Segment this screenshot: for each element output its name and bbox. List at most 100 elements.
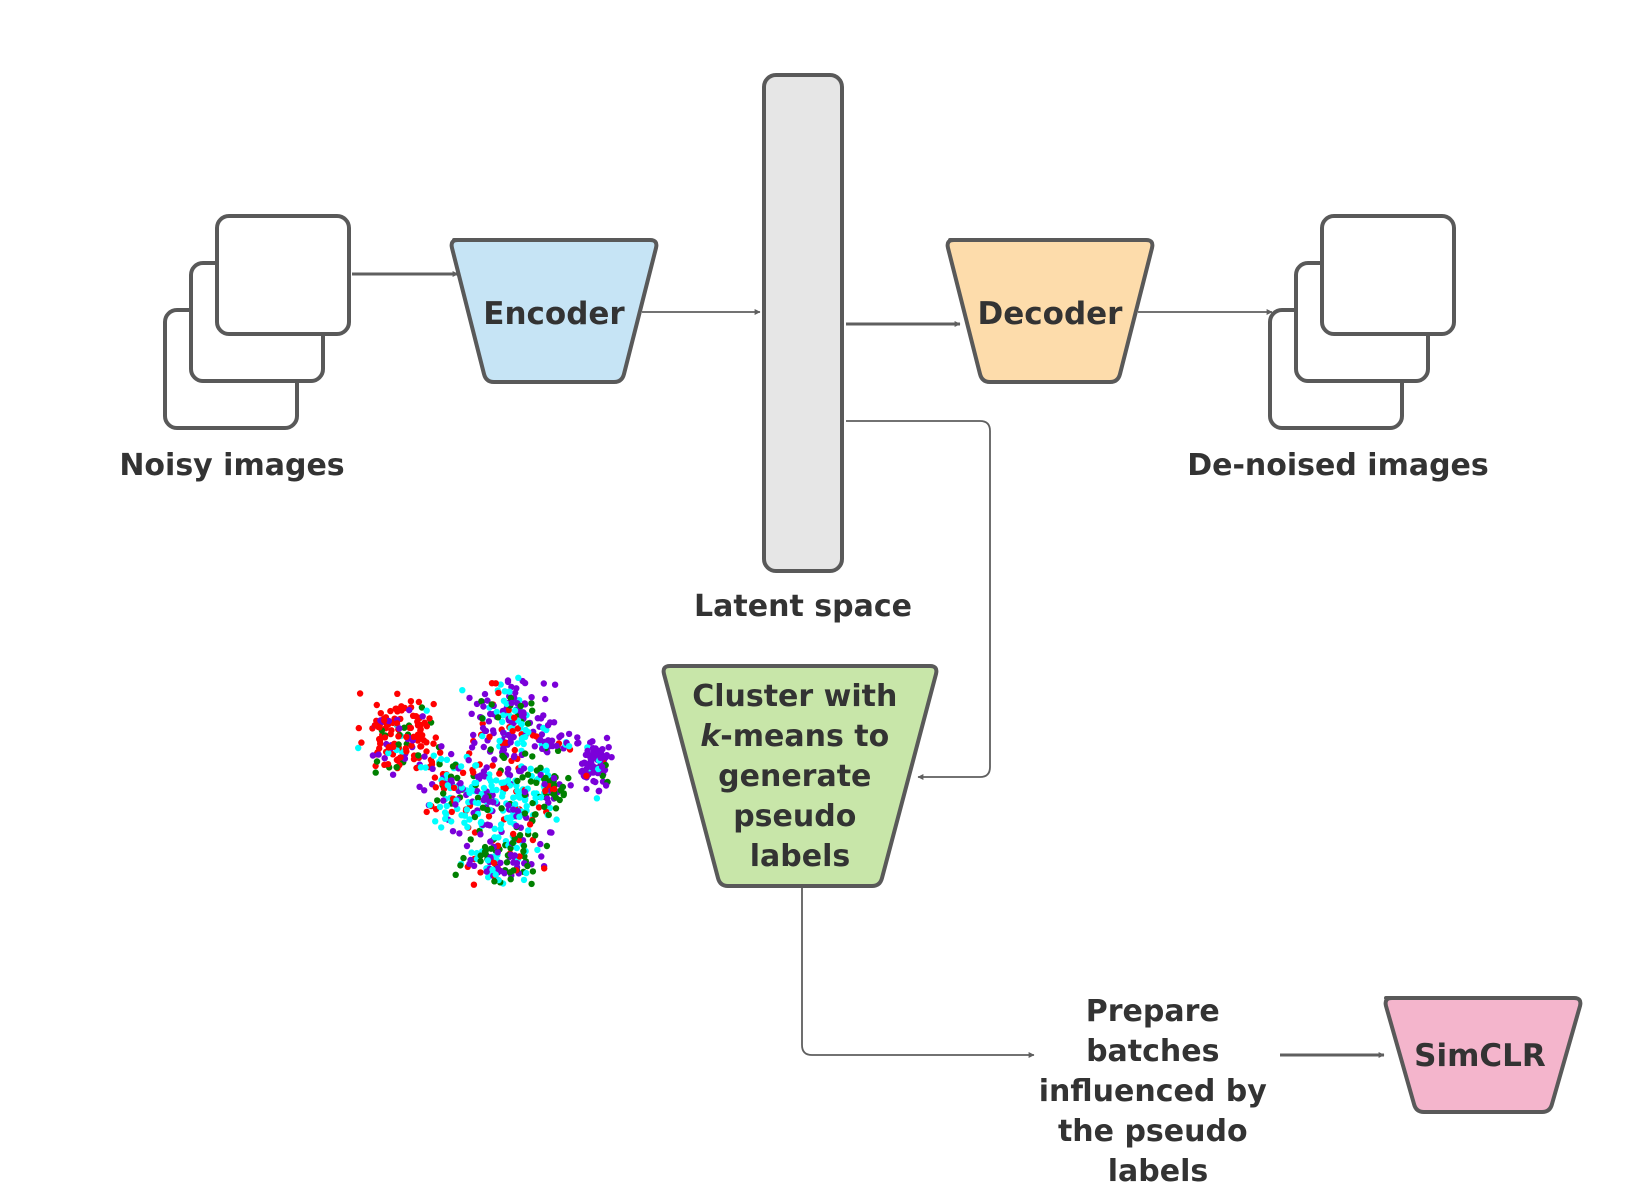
scatter-point bbox=[426, 715, 433, 722]
scatter-point bbox=[511, 714, 518, 721]
scatter-point bbox=[545, 811, 552, 819]
scatter-point bbox=[585, 752, 592, 759]
scatter-point bbox=[537, 736, 544, 744]
scatter-point bbox=[500, 697, 508, 704]
scatter-point bbox=[543, 726, 550, 734]
scatter-point bbox=[565, 774, 572, 782]
encoder-label: Encoder bbox=[483, 296, 625, 332]
scatter-point bbox=[608, 754, 615, 761]
scatter-point bbox=[551, 785, 558, 793]
scatter-point bbox=[507, 876, 514, 883]
scatter-point bbox=[463, 842, 471, 850]
scatter-point bbox=[418, 743, 425, 750]
scatter-point bbox=[497, 859, 504, 867]
scatter-point bbox=[541, 780, 548, 788]
scatter-point bbox=[557, 787, 564, 794]
scatter-point bbox=[605, 744, 612, 751]
scatter-point bbox=[452, 871, 459, 878]
scatter-point bbox=[396, 725, 403, 732]
scatter-point bbox=[529, 753, 536, 760]
scatter-point bbox=[448, 750, 455, 758]
scatter-point bbox=[381, 717, 388, 724]
scatter-point bbox=[456, 830, 463, 837]
scatter-point bbox=[597, 754, 604, 761]
scatter-point bbox=[448, 818, 455, 825]
scatter-point bbox=[440, 797, 447, 804]
scatter-point bbox=[523, 803, 530, 810]
scatter-point bbox=[398, 703, 405, 710]
scatter-point bbox=[394, 708, 401, 715]
scatter-point bbox=[494, 849, 501, 856]
scatter-point bbox=[505, 731, 512, 739]
scatter-point bbox=[533, 779, 540, 786]
scatter-point bbox=[474, 787, 481, 795]
scatter-point bbox=[516, 813, 523, 820]
scatter-point bbox=[548, 829, 555, 836]
scatter-point bbox=[468, 786, 475, 794]
scatter-point bbox=[535, 804, 543, 811]
scatter-point bbox=[410, 733, 417, 740]
scatter-point bbox=[501, 688, 508, 695]
scatter-point bbox=[497, 681, 504, 688]
scatter-point bbox=[480, 703, 487, 710]
scatter-point bbox=[527, 765, 534, 772]
scatter-point bbox=[530, 790, 538, 797]
scatter-point bbox=[458, 812, 465, 819]
scatter-point bbox=[525, 729, 532, 736]
scatter-point bbox=[384, 761, 392, 768]
scatter-point bbox=[528, 694, 535, 701]
scatter-point bbox=[432, 784, 439, 791]
scatter-point bbox=[486, 733, 493, 740]
scatter-point bbox=[436, 761, 443, 768]
scatter-point bbox=[496, 737, 503, 745]
scatter-point bbox=[507, 739, 514, 746]
scatter-point bbox=[556, 796, 563, 804]
scatter-point bbox=[423, 808, 430, 816]
scatter-point bbox=[510, 794, 517, 801]
scatter-point bbox=[583, 772, 590, 779]
scatter-point bbox=[504, 677, 512, 684]
scatter-point bbox=[565, 730, 573, 738]
scatter-point bbox=[438, 755, 445, 763]
scatter-point bbox=[479, 732, 486, 740]
scatter-point bbox=[531, 811, 539, 818]
scatter-point bbox=[395, 733, 402, 740]
simclr-label: SimCLR bbox=[1414, 1038, 1546, 1074]
noisy-images-label: Noisy images bbox=[119, 448, 344, 483]
scatter-point bbox=[385, 749, 392, 757]
scatter-point bbox=[567, 782, 574, 789]
scatter-point bbox=[470, 731, 477, 739]
scatter-point bbox=[407, 698, 415, 705]
scatter-point bbox=[479, 804, 487, 811]
scatter-point bbox=[423, 723, 430, 730]
scatter-point bbox=[503, 814, 511, 822]
scatter-point bbox=[534, 715, 541, 722]
scatter-point bbox=[468, 710, 475, 717]
scatter-point bbox=[487, 778, 495, 785]
scatter-point bbox=[515, 674, 522, 681]
scatter-point bbox=[477, 869, 484, 876]
scatter-point bbox=[533, 767, 541, 774]
scatter-point bbox=[510, 867, 517, 874]
scatter-point bbox=[375, 723, 382, 731]
scatter-point bbox=[477, 858, 484, 865]
decoder-label: Decoder bbox=[978, 296, 1124, 332]
scatter-point bbox=[521, 810, 529, 817]
scatter-point bbox=[487, 710, 494, 718]
scatter-point bbox=[565, 743, 573, 750]
scatter-point bbox=[431, 774, 439, 781]
scatter-point bbox=[430, 752, 437, 759]
scatter-point bbox=[544, 795, 551, 802]
scatter-point bbox=[480, 796, 487, 804]
scatter-point bbox=[467, 856, 474, 864]
scatter-point bbox=[537, 840, 544, 848]
scatter-point bbox=[484, 697, 491, 704]
scatter-point bbox=[602, 782, 610, 789]
scatter-point bbox=[416, 783, 423, 790]
scatter-point bbox=[381, 734, 389, 741]
scatter-point bbox=[489, 727, 497, 734]
scatter-point bbox=[401, 724, 408, 731]
latent-space-bar bbox=[762, 73, 844, 573]
scatter-point bbox=[478, 698, 485, 705]
scatter-point bbox=[474, 799, 482, 807]
